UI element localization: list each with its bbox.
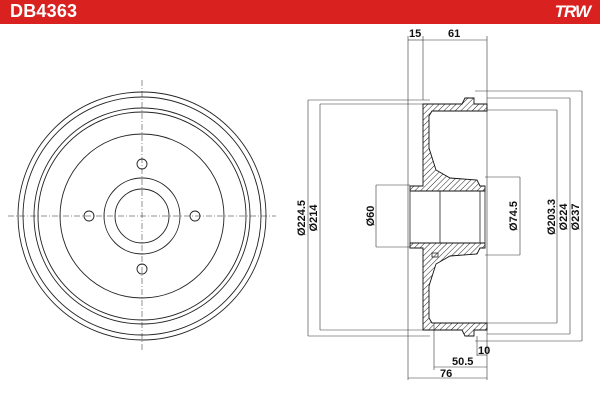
dim-76: 76: [440, 368, 452, 380]
dim-237: Ø237: [570, 204, 582, 231]
dim-61: 61: [448, 28, 460, 40]
dim-50-5: 50.5: [452, 356, 473, 368]
dimension-labels: 15 61 Ø224.5 Ø214 Ø60 Ø74.5 Ø203.3 Ø224 …: [296, 28, 582, 380]
dim-10: 10: [478, 345, 490, 357]
dim-60: Ø60: [365, 206, 377, 227]
dim-15: 15: [409, 28, 421, 40]
header-bar: DB4363 TRW: [0, 0, 600, 24]
dim-74-5: Ø74.5: [508, 201, 520, 231]
dim-224-5: Ø224.5: [296, 200, 308, 236]
dim-214: Ø214: [308, 204, 320, 232]
bolt-hole-top: [136, 158, 148, 170]
section-view: [307, 36, 583, 380]
bolt-hole-right: [189, 210, 201, 222]
bolt-hole-left: [83, 210, 95, 222]
bolt-hole-bottom: [136, 263, 148, 275]
part-number-title: DB4363: [10, 1, 78, 21]
trw-logo: TRW: [554, 2, 591, 21]
front-view-drum: [8, 80, 276, 350]
dim-203-3: Ø203.3: [546, 199, 558, 235]
dim-224: Ø224: [558, 203, 570, 231]
